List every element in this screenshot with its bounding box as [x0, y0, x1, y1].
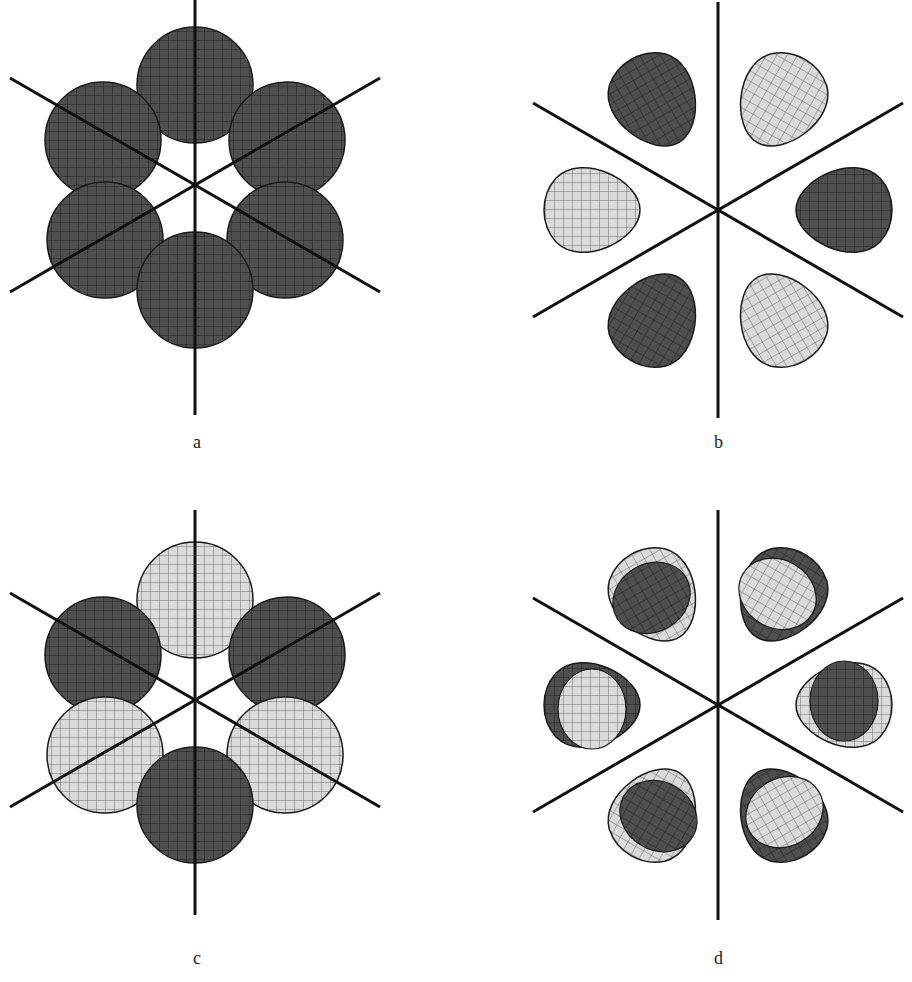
panel-c: [10, 510, 380, 915]
panel-label: b: [714, 432, 723, 453]
panel-label: d: [714, 948, 723, 969]
panel-d: [533, 510, 903, 920]
panel-label: c: [193, 948, 201, 969]
panel-label: a: [193, 432, 201, 453]
panel-a: [10, 0, 380, 415]
panel-b: [533, 2, 903, 418]
